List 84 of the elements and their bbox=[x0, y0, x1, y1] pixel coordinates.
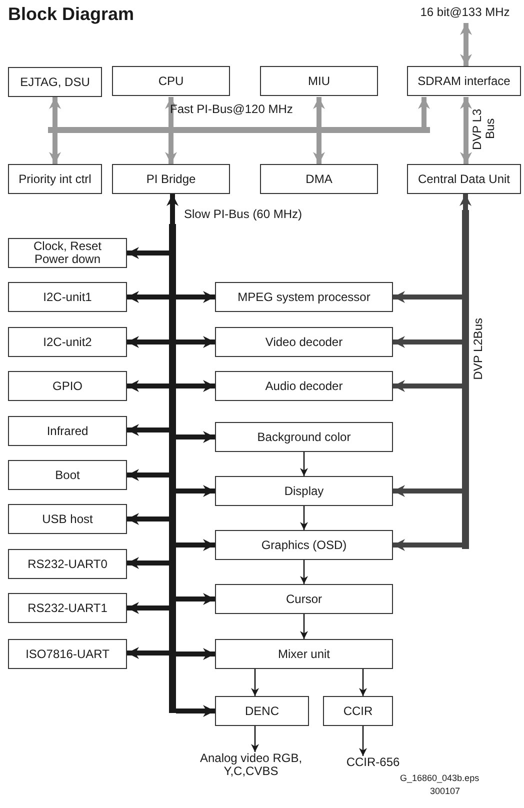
arrow bbox=[460, 194, 472, 210]
function-block: PI Bridge bbox=[112, 164, 230, 194]
arrow bbox=[418, 97, 430, 127]
arrow bbox=[176, 380, 215, 392]
function-block: EJTAG, DSU bbox=[8, 67, 102, 97]
bus-label: DVP L2Bus bbox=[472, 318, 485, 380]
date-code: 300107 bbox=[430, 786, 460, 797]
function-block: Central Data Unit bbox=[407, 164, 521, 194]
arrow bbox=[127, 602, 169, 614]
arrow bbox=[251, 726, 259, 752]
function-block: Display bbox=[215, 476, 393, 506]
function-block: Cursor bbox=[215, 584, 393, 614]
arrow bbox=[176, 648, 215, 660]
bus-label: Fast PI-Bus@120 MHz bbox=[170, 103, 293, 116]
arrow bbox=[176, 485, 215, 497]
arrow bbox=[127, 336, 169, 348]
function-block: CCIR bbox=[323, 696, 393, 726]
function-block: RS232-UART1 bbox=[8, 593, 127, 623]
function-block: SDRAM interface bbox=[407, 66, 521, 96]
arrow bbox=[313, 97, 325, 127]
bus-bar bbox=[462, 210, 469, 549]
arrow bbox=[300, 452, 308, 476]
function-block: RS232-UART0 bbox=[8, 549, 127, 579]
arrow bbox=[300, 560, 308, 584]
bus-bar bbox=[48, 127, 430, 133]
arrow bbox=[176, 705, 215, 717]
arrow bbox=[127, 469, 169, 481]
arrow bbox=[313, 133, 325, 164]
arrow bbox=[300, 614, 308, 639]
signal-label: CCIR-656 bbox=[338, 756, 408, 772]
function-block: Clock, Reset Power down bbox=[8, 238, 127, 268]
function-block: Graphics (OSD) bbox=[215, 530, 393, 560]
arrow bbox=[127, 247, 169, 259]
arrow bbox=[176, 291, 215, 303]
function-block: Audio decoder bbox=[215, 371, 393, 401]
function-block: I2C-unit2 bbox=[8, 327, 127, 357]
arrow bbox=[127, 513, 169, 525]
function-block: MPEG system processor bbox=[215, 282, 393, 312]
edge-label: DVP L3 Bus bbox=[471, 107, 497, 151]
arrow bbox=[49, 133, 61, 164]
double-arrow bbox=[460, 97, 472, 164]
arrow bbox=[165, 97, 177, 127]
function-block: MIU bbox=[260, 66, 378, 96]
arrow bbox=[176, 336, 215, 348]
file-name: G_16860_043b.eps bbox=[400, 773, 480, 784]
function-block: Background color bbox=[215, 422, 393, 452]
arrow bbox=[359, 669, 367, 696]
diagram-title: Block Diagram bbox=[8, 4, 134, 24]
signal-label: 16 bit@133 MHz bbox=[410, 6, 520, 22]
arrow bbox=[393, 485, 462, 497]
arrow bbox=[359, 726, 367, 756]
arrow bbox=[127, 647, 169, 659]
function-block: I2C-unit1 bbox=[8, 282, 127, 312]
function-block: Video decoder bbox=[215, 327, 393, 357]
arrow bbox=[176, 431, 215, 443]
arrow bbox=[127, 291, 169, 303]
arrow bbox=[176, 593, 215, 605]
arrow bbox=[127, 557, 169, 569]
arrow bbox=[49, 97, 61, 127]
arrow bbox=[393, 380, 462, 392]
function-block: Mixer unit bbox=[215, 639, 393, 669]
function-block: DENC bbox=[215, 696, 309, 726]
bus-bar bbox=[169, 224, 176, 713]
arrow bbox=[166, 194, 178, 224]
arrow bbox=[393, 539, 462, 551]
arrow bbox=[251, 669, 259, 696]
arrow bbox=[165, 133, 177, 164]
signal-label: Analog video RGB, Y,C,CVBS bbox=[196, 752, 306, 782]
function-block: GPIO bbox=[8, 371, 127, 401]
function-block: Boot bbox=[8, 460, 127, 490]
function-block: Infrared bbox=[8, 416, 127, 446]
arrow bbox=[393, 291, 462, 303]
arrow bbox=[300, 506, 308, 530]
function-block: USB host bbox=[8, 504, 127, 534]
arrow bbox=[127, 424, 169, 436]
arrow bbox=[127, 380, 169, 392]
arrow bbox=[393, 336, 462, 348]
function-block: Priority int ctrl bbox=[8, 164, 102, 194]
double-arrow bbox=[460, 23, 472, 66]
function-block: DMA bbox=[260, 164, 378, 194]
arrow bbox=[176, 539, 215, 551]
function-block: ISO7816-UART bbox=[8, 639, 127, 669]
function-block: CPU bbox=[112, 66, 230, 96]
bus-label: Slow PI-Bus (60 MHz) bbox=[184, 208, 302, 221]
